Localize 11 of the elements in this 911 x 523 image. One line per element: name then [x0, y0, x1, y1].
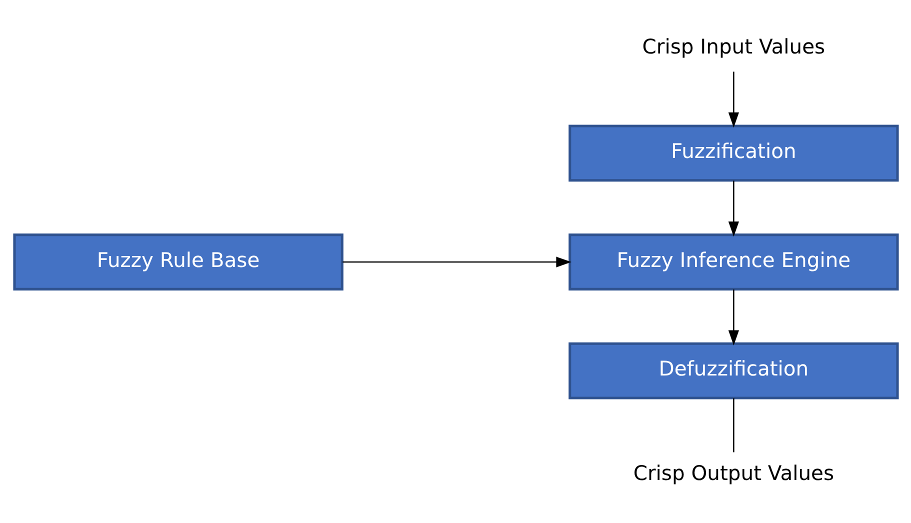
arrow — [342, 256, 571, 267]
node-text: Crisp Output Values — [632, 460, 834, 484]
node-box: Fuzzification — [568, 124, 898, 182]
arrow — [728, 180, 738, 236]
node-text: Crisp Input Values — [642, 34, 825, 58]
node-box: Defuzzification — [568, 342, 898, 399]
arrow — [728, 71, 738, 128]
node-box: Fuzzy Rule Base — [12, 233, 343, 290]
node-box: Fuzzy Inference Engine — [568, 233, 898, 290]
arrow — [728, 289, 738, 345]
connector — [732, 398, 734, 452]
